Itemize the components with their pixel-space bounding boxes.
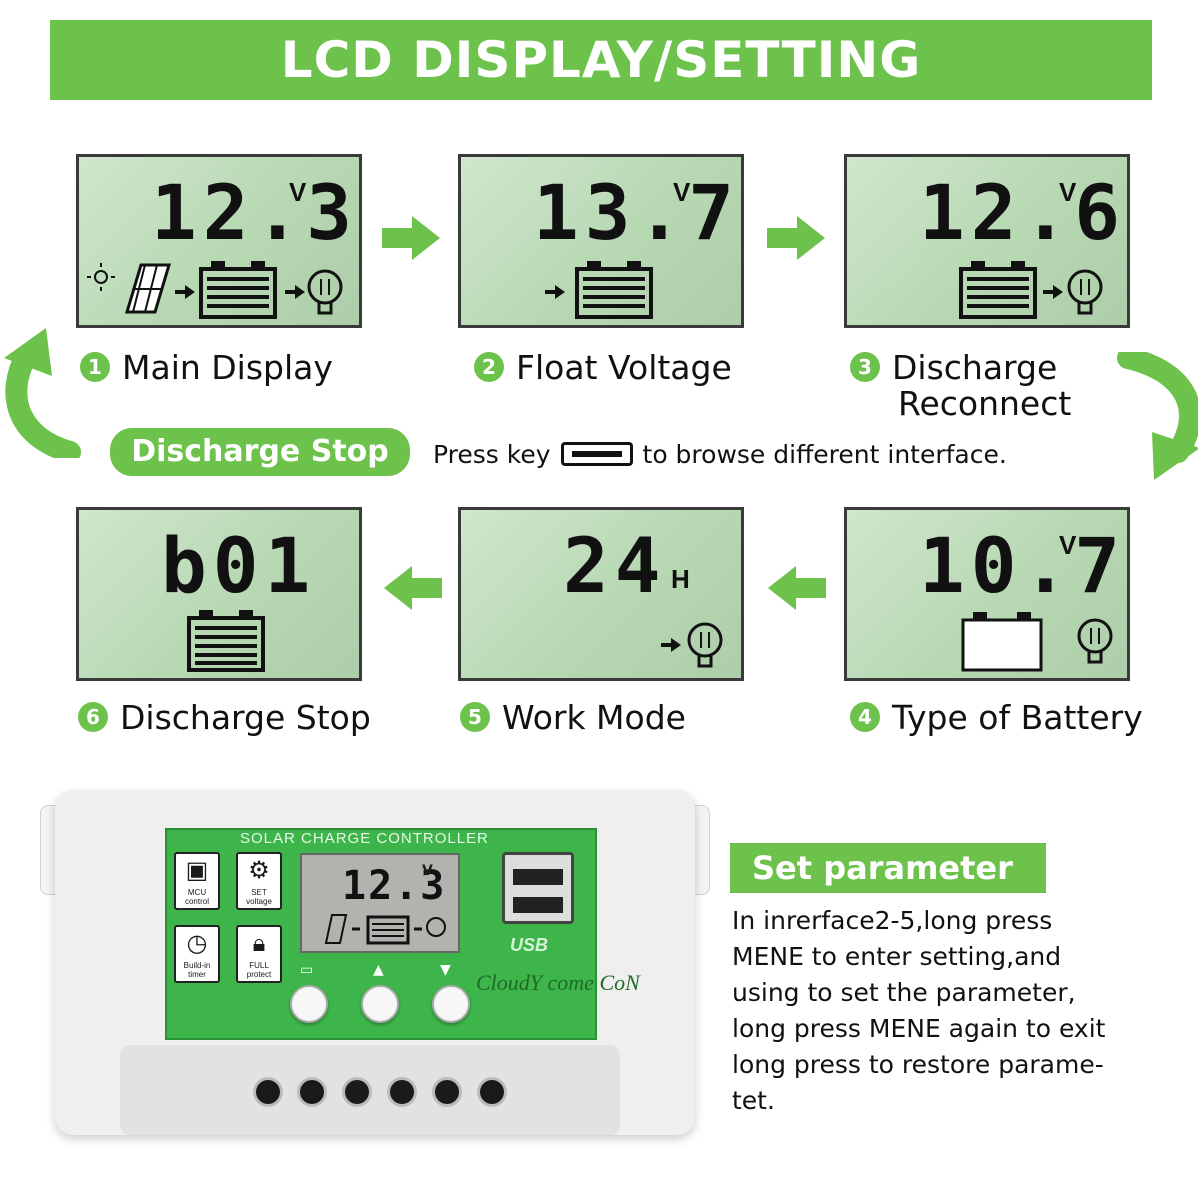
desc-line: In inrerface2-5,long press: [732, 906, 1053, 935]
label-discharge-reconnect: 3 Discharge Reconnect: [850, 348, 1072, 424]
lcd-discharge-reconnect: 12.6 V: [844, 154, 1130, 328]
reading: 12.6: [919, 168, 1127, 257]
usb-slot[interactable]: [513, 897, 563, 913]
lcd-type-of-battery: 10.7 V: [844, 507, 1130, 681]
terminal-screw-icon: [300, 1080, 324, 1104]
press-text-after: to browse different interface.: [642, 440, 1007, 469]
step-number-badge: 1: [80, 351, 110, 382]
solar-panel-battery-bulb-icon: [87, 261, 343, 319]
arrow-right-icon: [767, 216, 825, 260]
label-text: Discharge: [892, 348, 1058, 387]
controller-unit: V: [422, 863, 433, 879]
usb-ports[interactable]: [502, 852, 574, 924]
controller-title: SOLAR CHARGE CONTROLLER: [240, 830, 489, 847]
lcd-main-display: 12.3 V: [76, 154, 362, 328]
label-work-mode: 5 Work Mode: [460, 698, 686, 737]
label-main-display: 1 Main Display: [80, 348, 333, 387]
label-text-2: Reconnect: [898, 384, 1072, 424]
lcd-work-mode: 24 H: [458, 507, 744, 681]
brand-label: CloudY come CoN: [476, 970, 640, 995]
terminal-screw-icon: [345, 1080, 369, 1104]
battery-icon: [187, 610, 265, 672]
battery-icon: [545, 261, 653, 319]
down-triangle-icon: ▼: [440, 962, 451, 978]
icon-caption: SET voltage: [246, 888, 272, 906]
press-key-instruction: Press key to browse different interface.: [433, 440, 1007, 469]
curved-arrow-down-icon: [1117, 352, 1198, 480]
label-text: Work Mode: [502, 698, 686, 737]
desc-line: using to set the parameter,: [732, 978, 1076, 1007]
empty-battery-bulb-icon: [961, 612, 1113, 672]
up-button[interactable]: [361, 985, 399, 1023]
desc-line: MENE to enter setting,and: [732, 942, 1062, 971]
menu-button[interactable]: [290, 985, 328, 1023]
terminal-block: [120, 1045, 620, 1135]
label-text: Type of Battery: [892, 698, 1143, 737]
icon-caption: MCU control: [184, 888, 209, 906]
reading: 24: [563, 521, 667, 610]
unit: V: [1059, 530, 1077, 560]
mcu-icon: ▣MCU control: [174, 852, 220, 910]
reading: 13.7: [533, 168, 741, 257]
page-title: LCD DISPLAY/SETTING: [50, 20, 1152, 100]
reading: 10.7: [919, 521, 1127, 610]
lock-icon: 🔒︎FULL protect: [236, 925, 282, 983]
press-text-before: Press key: [433, 440, 551, 469]
step-number-badge: 4: [850, 701, 880, 732]
label-text: Main Display: [122, 348, 333, 387]
down-button[interactable]: [432, 985, 470, 1023]
unit: V: [289, 177, 307, 207]
battery-bulb-icon: [959, 261, 1103, 319]
terminal-screw-icon: [435, 1080, 459, 1104]
up-triangle-icon: ▲: [373, 962, 384, 978]
lcd-float-voltage: 13.7 V: [458, 154, 744, 328]
label-float-voltage: 2 Float Voltage: [474, 348, 732, 387]
label-text: Discharge Stop: [120, 698, 371, 737]
discharge-stop-pill: Discharge Stop: [110, 428, 410, 476]
unit: H: [671, 564, 690, 594]
arrow-right-icon: [382, 216, 440, 260]
reading: b01: [161, 521, 317, 610]
menu-symbol-icon: ▭: [300, 962, 314, 978]
terminal-screw-icon: [390, 1080, 414, 1104]
icon-caption: Build-in timer: [183, 961, 211, 979]
step-number-badge: 2: [474, 351, 504, 382]
step-number-badge: 3: [850, 351, 880, 382]
curved-arrow-up-icon: [4, 328, 81, 458]
lcd-discharge-stop: b01: [76, 507, 362, 681]
arrow-left-icon: [768, 566, 826, 610]
icon-caption: FULL protect: [246, 961, 272, 979]
unit: V: [1059, 177, 1077, 207]
label-type-of-battery: 4 Type of Battery: [850, 698, 1143, 737]
usb-label: USB: [510, 935, 549, 955]
reading: 12.3: [151, 168, 359, 257]
step-number-badge: 5: [460, 701, 490, 732]
terminal-screw-icon: [480, 1080, 504, 1104]
set-parameter-description: In inrerface2-5,long press MENE to enter…: [732, 903, 1172, 1119]
clock-icon: ◷Build-in timer: [174, 925, 220, 983]
desc-line: long press to restore parame-: [732, 1050, 1104, 1079]
arrow-left-icon: [384, 566, 442, 610]
solar-battery-bulb-icon: [324, 914, 446, 945]
set-parameter-heading: Set parameter: [730, 843, 1046, 893]
bulb-icon: [661, 622, 723, 668]
label-text: Float Voltage: [516, 348, 732, 387]
gear-icon: ⚙SET voltage: [236, 852, 282, 910]
desc-line: tet.: [732, 1086, 775, 1115]
label-discharge-stop: 6 Discharge Stop: [78, 698, 371, 737]
unit: V: [673, 177, 691, 207]
usb-slot[interactable]: [513, 869, 563, 885]
step-number-badge: 6: [78, 701, 108, 732]
terminal-screw-icon: [256, 1080, 280, 1104]
controller-lcd: 12.3 V: [300, 853, 460, 953]
menu-key-icon: [560, 442, 633, 466]
desc-line: long press MENE again to exit: [732, 1014, 1106, 1043]
controller-reading: 12.3: [342, 863, 447, 909]
